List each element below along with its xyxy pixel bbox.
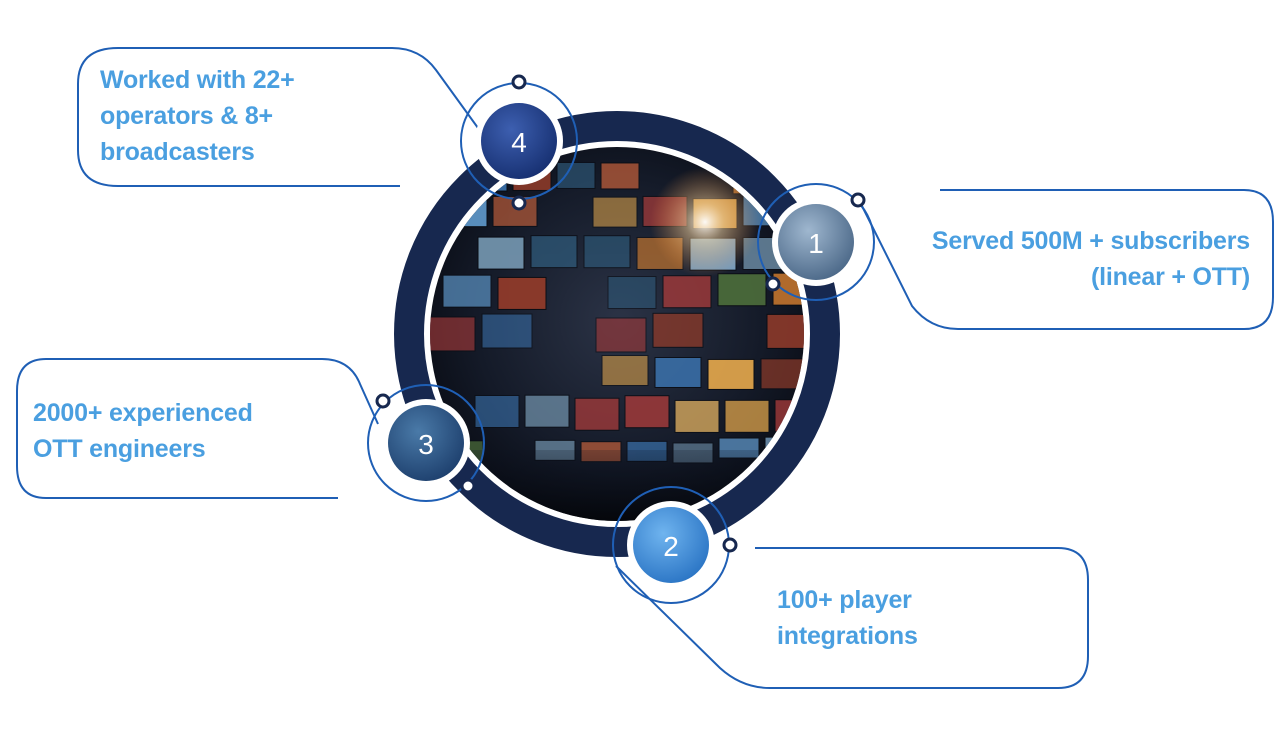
video-screen-tile — [760, 358, 804, 390]
callout-box-1 — [859, 189, 1274, 330]
video-screen-tile — [592, 196, 638, 228]
video-wall-image — [430, 147, 804, 521]
callout-text-2: 100+ player integrations — [777, 582, 918, 654]
callout-text-1: Served 500M + subscribers (linear + OTT) — [880, 223, 1250, 295]
callout-4-line-2: operators & 8+ — [100, 102, 273, 130]
video-screen-tile — [674, 399, 720, 433]
callout-4-line-3: broadcasters — [100, 138, 255, 166]
video-screen-tile — [652, 312, 704, 348]
video-screen-tile — [574, 397, 620, 431]
video-screen-tile — [662, 275, 712, 309]
badge-3: 3 — [367, 384, 485, 502]
badge-4: 4 — [460, 74, 578, 211]
video-screen-tile — [583, 235, 631, 269]
callout-text-4: Worked with 22+ operators & 8+ broadcast… — [100, 62, 295, 170]
video-screen-tile — [624, 395, 670, 429]
video-screen-tile — [442, 274, 492, 308]
video-screen-tile — [481, 313, 533, 349]
video-screen-tile — [654, 356, 702, 388]
outer-ring — [394, 111, 840, 557]
badge-4-number: 4 — [511, 127, 527, 158]
video-screen-tile — [474, 394, 520, 428]
video-screen-tile — [707, 358, 755, 390]
video-screen-tile — [497, 276, 547, 310]
video-screen-tile — [766, 313, 804, 349]
callout-box-2 — [615, 547, 1089, 689]
video-screen-tile — [601, 355, 649, 387]
callout-3-line-1: 2000+ experienced — [33, 399, 253, 427]
badge-2: 2 — [612, 486, 738, 604]
badge-3-number: 3 — [418, 429, 434, 460]
video-screen-tile — [530, 235, 578, 269]
video-screen-tile — [524, 394, 570, 428]
callout-1-line-1: Served 500M + subscribers — [931, 227, 1250, 255]
badge-1-number: 1 — [808, 228, 824, 259]
video-screen-tile — [477, 236, 525, 270]
callout-2-line-1: 100+ player — [777, 586, 912, 614]
video-screen-tile — [724, 399, 770, 433]
badge-1: 1 — [757, 183, 875, 301]
callout-1-line-2: (linear + OTT) — [1090, 263, 1250, 291]
callout-4-line-1: Worked with 22+ — [100, 66, 295, 94]
callout-box-3 — [16, 358, 379, 499]
video-screen-tile — [430, 316, 476, 352]
callout-2-line-2: integrations — [777, 622, 918, 650]
callout-box-4 — [77, 47, 479, 187]
video-screen-tile — [595, 317, 647, 353]
video-screen-tile — [556, 161, 596, 189]
video-screen-tile — [607, 276, 657, 310]
video-screen-tile — [717, 273, 767, 307]
callout-text-3: 2000+ experienced OTT engineers — [33, 395, 253, 467]
video-screen-tile — [600, 162, 640, 190]
callout-3-line-2: OTT engineers — [33, 435, 206, 463]
badge-2-number: 2 — [663, 531, 679, 562]
